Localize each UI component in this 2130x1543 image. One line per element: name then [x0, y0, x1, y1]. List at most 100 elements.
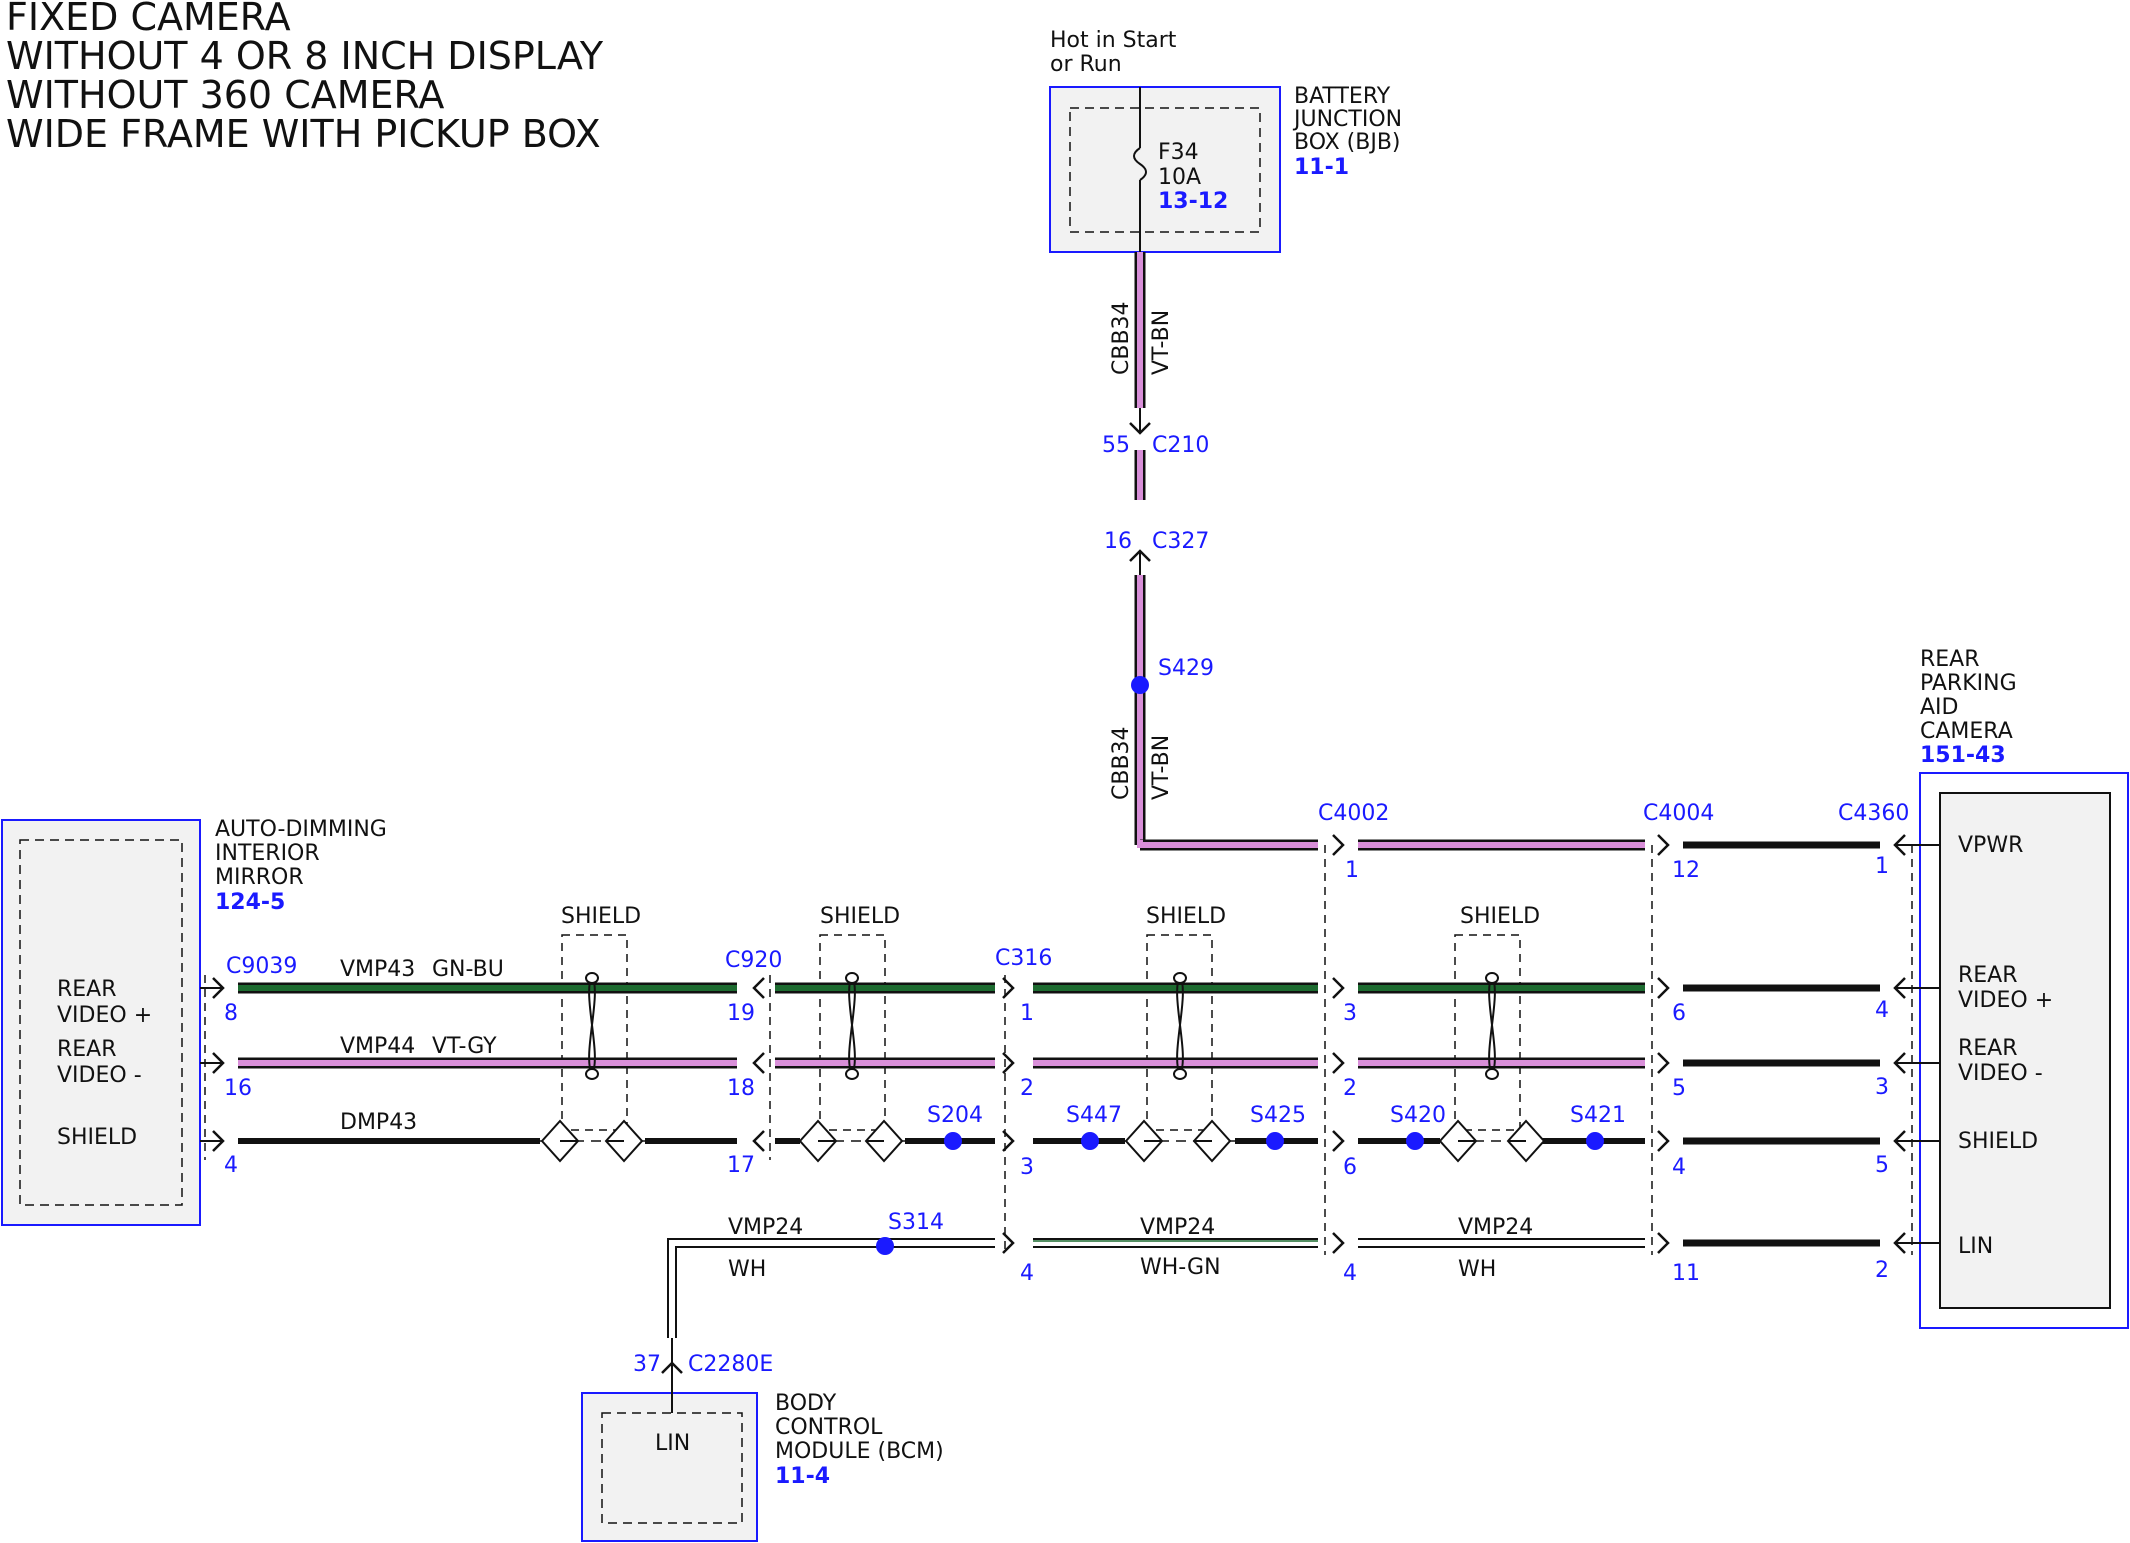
c4360-pin-2: 2	[1875, 1258, 1889, 1283]
c4004-pin-12: 12	[1672, 858, 1700, 883]
splice-s421[interactable]	[1586, 1132, 1604, 1150]
c4004-pin-5: 5	[1672, 1076, 1686, 1101]
vmp24-a-color: WH	[728, 1257, 766, 1282]
camera-pin-rear-video-plus-1: REAR	[1958, 963, 2018, 988]
c920-name: C920	[725, 948, 782, 973]
c2280e-name: C2280E	[688, 1352, 773, 1377]
splice-s421-label: S421	[1570, 1103, 1626, 1128]
cbb34-color-top: VT-BN	[1149, 310, 1174, 375]
splice-s425[interactable]	[1266, 1132, 1284, 1150]
battery-junction-box[interactable]: F34 10A 13-12	[1049, 86, 1281, 253]
title-line-4: WIDE FRAME WITH PICKUP BOX	[6, 112, 601, 156]
shield-label-1: SHIELD	[561, 904, 641, 929]
body-control-module[interactable]: LIN	[581, 1363, 758, 1542]
c920-pin-17: 17	[727, 1153, 755, 1178]
power-feed-label-1: Hot in Start	[1050, 28, 1177, 53]
c316-pin-4: 4	[1020, 1261, 1034, 1286]
vmp43-color: GN-BU	[432, 957, 504, 982]
shield-drain-symbols	[540, 1119, 1546, 1163]
c4002-pin-2: 2	[1343, 1076, 1357, 1101]
c9039-pin-16: 16	[224, 1076, 252, 1101]
connector-boundaries	[204, 845, 1913, 1255]
c920-pin-19: 19	[727, 1001, 755, 1026]
bjb-name-3: BOX (BJB)	[1294, 130, 1401, 155]
vmp24-c-circuit: VMP24	[1458, 1215, 1533, 1240]
connector-chevrons	[200, 834, 1940, 1254]
shield-label-2: SHIELD	[820, 904, 900, 929]
vmp24-a-circuit: VMP24	[728, 1215, 803, 1240]
c4002-pin-4: 4	[1343, 1261, 1357, 1286]
c327-name: C327	[1152, 529, 1209, 554]
splice-s425-label: S425	[1250, 1103, 1306, 1128]
c4002-name: C4002	[1318, 801, 1389, 826]
c4360-pin-1: 1	[1875, 854, 1889, 879]
camera-name-3: AID	[1920, 695, 1958, 720]
splice-s447[interactable]	[1081, 1132, 1099, 1150]
mirror-pin-rear-video-plus-2: VIDEO +	[57, 1003, 152, 1028]
camera-pin-rear-video-plus-2: VIDEO +	[1958, 988, 2053, 1013]
splice-s447-label: S447	[1066, 1103, 1122, 1128]
mirror-pin-shield: SHIELD	[57, 1125, 137, 1150]
fuse-name: F34	[1158, 140, 1199, 165]
vmp44-color: VT-GY	[432, 1034, 497, 1059]
rear-parking-aid-camera[interactable]: VPWR REAR VIDEO + REAR VIDEO - SHIELD LI…	[1919, 772, 2129, 1329]
c4004-pin-11: 11	[1672, 1261, 1700, 1286]
mirror-pin-rear-video-minus-2: VIDEO -	[57, 1063, 142, 1088]
bjb-ref: 11-1	[1294, 155, 1349, 180]
splice-s314[interactable]	[876, 1237, 894, 1255]
bcm-name-3: MODULE (BCM)	[775, 1439, 944, 1464]
c4360-name: C4360	[1838, 801, 1909, 826]
mirror-name-1: AUTO-DIMMING	[215, 817, 387, 842]
camera-pin-lin: LIN	[1958, 1234, 1993, 1259]
c4002-pin-6: 6	[1343, 1155, 1357, 1180]
shield-label-4: SHIELD	[1460, 904, 1540, 929]
vmp24-b-color: WH-GN	[1140, 1255, 1221, 1280]
camera-pin-rear-video-minus-1: REAR	[1958, 1036, 2018, 1061]
c316-name: C316	[995, 946, 1052, 971]
c210-name: C210	[1152, 433, 1209, 458]
fuse-rating: 10A	[1158, 165, 1201, 190]
pin-numbers: 8 16 4 19 18 17 1 2 3 4 1 3 2 6 4 12 6 5…	[224, 854, 1889, 1286]
cbb34-circuit-bottom: CBB34	[1109, 726, 1134, 800]
c9039-name: C9039	[226, 954, 297, 979]
splice-s429-label: S429	[1158, 656, 1214, 681]
c4360-pin-4: 4	[1875, 998, 1889, 1023]
power-feed-label-2: or Run	[1050, 52, 1122, 77]
vmp43-circuit: VMP43	[340, 957, 415, 982]
bcm-name-1: BODY	[775, 1391, 837, 1416]
camera-pin-shield: SHIELD	[1958, 1129, 2038, 1154]
bcm-name-2: CONTROL	[775, 1415, 883, 1440]
splice-s429[interactable]	[1131, 676, 1149, 694]
camera-pin-vpwr: VPWR	[1958, 833, 2023, 858]
splice-s204[interactable]	[944, 1132, 962, 1150]
auto-dimming-mirror[interactable]: REAR VIDEO + REAR VIDEO - SHIELD	[1, 819, 201, 1226]
bjb-name-2: JUNCTION	[1292, 107, 1402, 132]
mirror-pin-rear-video-minus-1: REAR	[57, 1037, 117, 1062]
diagram-title: FIXED CAMERA WITHOUT 4 OR 8 INCH DISPLAY…	[6, 0, 604, 156]
title-line-3: WITHOUT 360 CAMERA	[6, 73, 444, 117]
c2280e-pin: 37	[633, 1352, 661, 1377]
vmp24-b-circuit: VMP24	[1140, 1215, 1215, 1240]
connector-c210[interactable]	[1129, 408, 1151, 435]
c9039-pin-4: 4	[224, 1153, 238, 1178]
mirror-ref: 124-5	[215, 890, 285, 915]
c4360-pin-3: 3	[1875, 1075, 1889, 1100]
fuse-ref: 13-12	[1158, 189, 1228, 214]
bjb-name-1: BATTERY	[1294, 84, 1391, 109]
connector-c327[interactable]	[1129, 549, 1151, 575]
shield-label-3: SHIELD	[1146, 904, 1226, 929]
camera-name-1: REAR	[1920, 647, 1980, 672]
wire-vmp24	[667, 1238, 1880, 1338]
splice-s314-label: S314	[888, 1210, 944, 1235]
connector-c2280e[interactable]	[661, 1338, 683, 1374]
c316-pin-3: 3	[1020, 1155, 1034, 1180]
dmp43-circuit: DMP43	[340, 1110, 417, 1135]
cbb34-circuit-top: CBB34	[1109, 301, 1134, 375]
c4004-pin-4: 4	[1672, 1155, 1686, 1180]
twisted-pair-symbols	[585, 972, 1499, 1080]
splice-s420[interactable]	[1406, 1132, 1424, 1150]
bcm-pin-lin: LIN	[655, 1431, 690, 1456]
cbb34-color-bottom: VT-BN	[1149, 735, 1174, 800]
c327-pin: 16	[1104, 529, 1132, 554]
camera-name-2: PARKING	[1920, 671, 2017, 696]
